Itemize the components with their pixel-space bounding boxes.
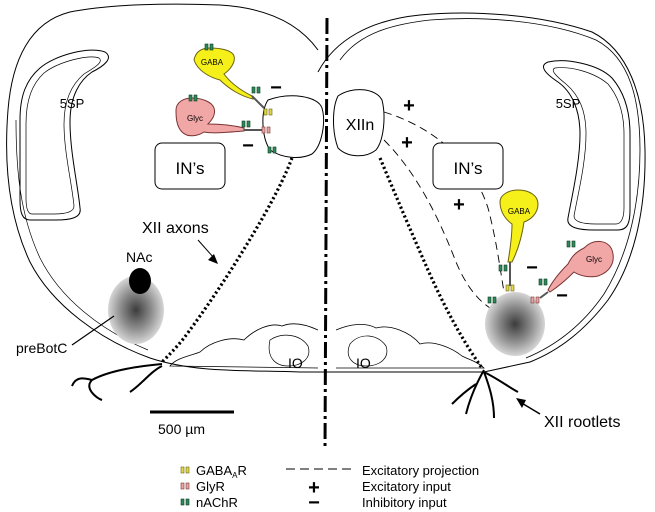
- inhibitory-sign: −: [270, 77, 282, 99]
- inferior-olive-label-right: IO: [356, 355, 371, 371]
- inhibitory-sign: −: [526, 257, 538, 279]
- nachr-receptor-icon: [498, 264, 508, 272]
- legend: GABAAR GlyR nAChR Excitatory projection …: [180, 463, 479, 512]
- inferior-olive-right-loop: [347, 335, 388, 367]
- xii-axons-pointer: [197, 239, 215, 259]
- excitatory-sign: +: [401, 132, 413, 154]
- legend-plus-sign: +: [308, 477, 320, 499]
- legend-gabaar-main: GABA: [196, 463, 232, 478]
- left-hemisection-outline: [6, 3, 319, 373]
- legend-gabaar-sub: A: [232, 471, 238, 480]
- nac-nucleus: [129, 268, 151, 294]
- prebotc-region-right: [485, 292, 545, 356]
- interneurons-box-left: [154, 142, 226, 190]
- xii-nucleus-label: XIIn: [346, 117, 374, 134]
- excitatory-projection-outer: [383, 111, 505, 293]
- glyr-legend-icon: [180, 482, 190, 490]
- gaba-neuron-label-left: GABA: [201, 58, 224, 67]
- spinal-trigeminal-tract-right-inner: [552, 67, 625, 225]
- nachr-receptor-icon: [566, 240, 576, 248]
- inferior-olive-left: [169, 323, 319, 369]
- inhibitory-sign: −: [556, 285, 568, 307]
- inferior-olive-left-loop: [268, 334, 310, 367]
- nachr-legend-icon: [180, 498, 190, 506]
- inhibitory-sign: −: [242, 135, 254, 157]
- inferior-olive-label-left: IO: [288, 355, 303, 371]
- right-hemisection-outline: [317, 12, 646, 373]
- spinal-trigeminal-label-left: 5SP: [60, 96, 85, 111]
- nac-label: NAc: [126, 249, 152, 265]
- spinal-trigeminal-tract-left-inner: [25, 56, 101, 215]
- gabaar-legend-icon: [180, 466, 190, 474]
- legend-minus-sign: −: [308, 492, 320, 512]
- glyc-neuron-label-right: Glyc: [586, 255, 602, 264]
- spinal-trigeminal-tract-left: [19, 49, 109, 221]
- spinal-trigeminal-tract-right: [543, 60, 631, 231]
- interneurons-label-left: IN’s: [176, 159, 205, 178]
- gaba-axon-left: [251, 95, 265, 109]
- xii-rootlets-arrowhead: [516, 398, 526, 408]
- xii-axons-right: [378, 157, 484, 369]
- prebotc-region-left: [108, 276, 164, 344]
- scale-bar-label: 500 µm: [158, 421, 205, 437]
- midline: [323, 17, 329, 451]
- legend-glyr-label: GlyR: [196, 479, 225, 494]
- excitatory-sign: +: [403, 95, 415, 117]
- glyc-neuron-label-left: Glyc: [187, 114, 203, 123]
- nachr-receptor-icon: [538, 278, 548, 286]
- left-hemisection-outline-inner: [15, 119, 149, 351]
- right-hemisection-outline-inner: [339, 18, 641, 359]
- legend-gabaar-label: GABAAR: [196, 463, 247, 480]
- inferior-olive-right: [335, 324, 485, 369]
- xii-rootlets-left: [71, 363, 163, 401]
- legend-inhibitory-input-label: Inhibitory input: [362, 495, 447, 510]
- legend-nachr-label: nAChR: [196, 495, 238, 510]
- xii-nucleus-left: [262, 95, 325, 158]
- nachr-receptor-icon: [487, 296, 497, 304]
- interneurons-box-right: [432, 142, 504, 190]
- gaba-neuron-right: [499, 189, 539, 263]
- excitatory-sign: +: [453, 194, 465, 216]
- nachr-receptor-icon: [267, 146, 277, 154]
- glyc-axon-right: [539, 291, 549, 299]
- xii-nucleus-right: [333, 89, 385, 157]
- interneurons-label-right: IN’s: [454, 159, 483, 178]
- prebotc-pointer: [71, 315, 115, 346]
- xii-rootlets-label: XII rootlets: [544, 414, 620, 431]
- xii-axons-label: XII axons: [142, 220, 209, 237]
- nachr-receptor-icon: [241, 120, 251, 128]
- glyc-neuron-right: [547, 241, 614, 293]
- spinal-trigeminal-label-right: 5SP: [556, 96, 581, 111]
- legend-gabaar-tail: R: [237, 463, 246, 478]
- glyr-receptor-icon: [261, 126, 271, 134]
- legend-excitatory-projection-label: Excitatory projection: [362, 463, 479, 478]
- legend-excitatory-input-label: Excitatory input: [362, 479, 451, 494]
- gabaar-receptor-icon: [263, 108, 273, 116]
- gaba-neuron-label-right: GABA: [508, 207, 531, 216]
- xii-rootlets-right: [451, 369, 519, 419]
- prebotc-label: preBotC: [16, 340, 67, 356]
- gaba-neuron-left: [193, 47, 254, 100]
- nachr-receptor-icon: [251, 86, 261, 94]
- xii-axons-arrowhead: [208, 254, 218, 264]
